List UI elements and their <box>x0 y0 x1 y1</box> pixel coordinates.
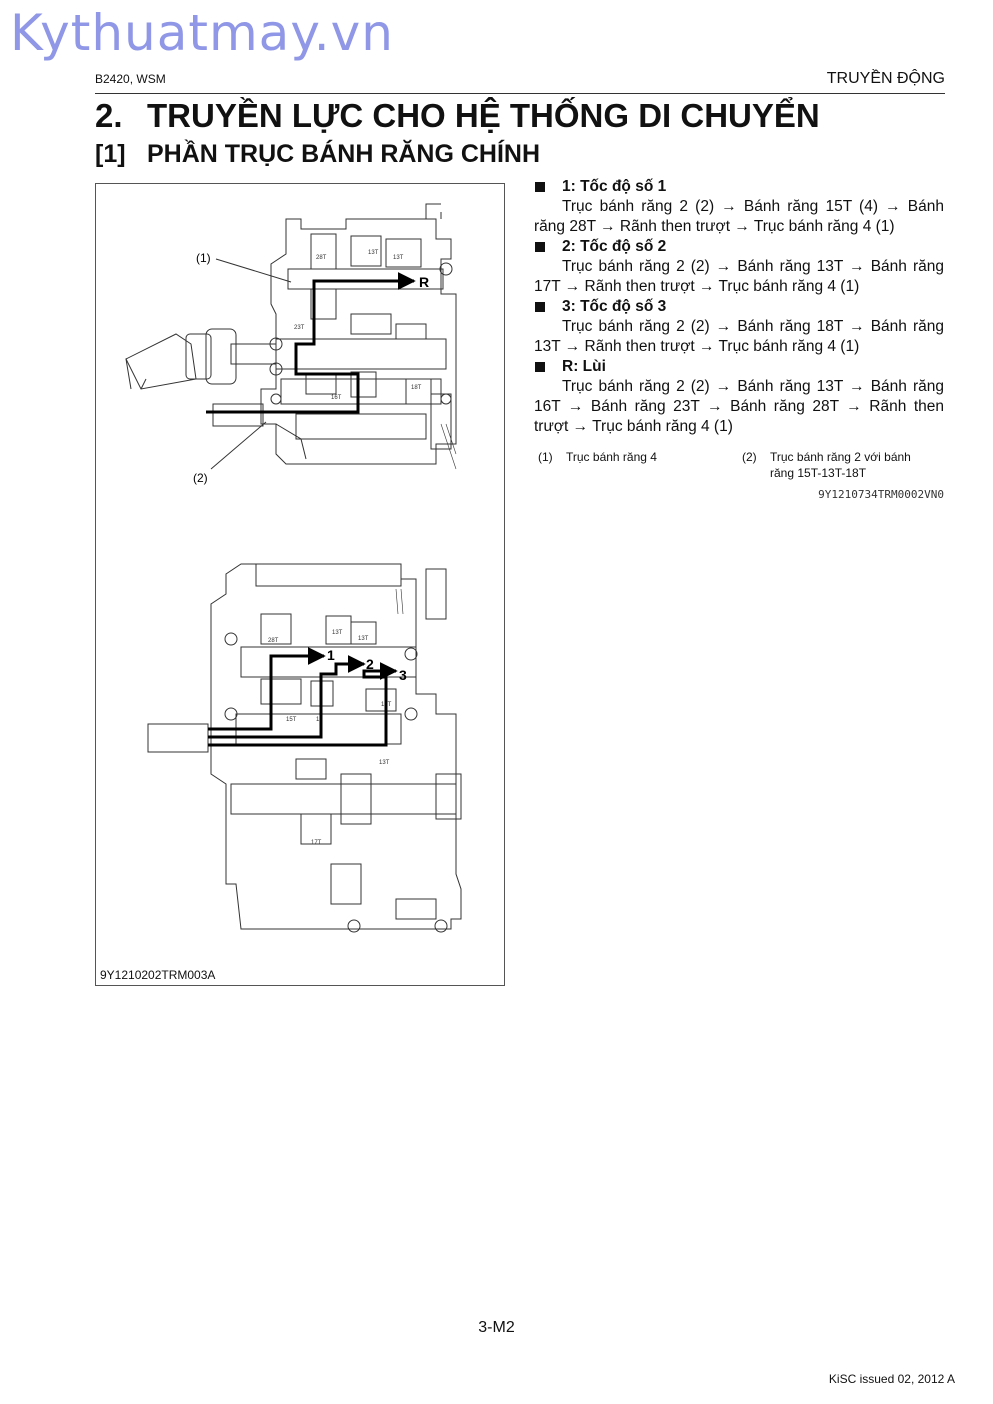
gear-label: 18T <box>411 385 422 391</box>
gear-label: 13T <box>379 760 390 766</box>
step-item: 3: Tốc độ số 3 Trục bánh răng 2 (2) → Bá… <box>534 297 944 357</box>
step-body: Trục bánh răng 2 (2) → Bánh răng 15T (4)… <box>534 198 944 235</box>
footer-issue: KiSC issued 02, 2012 A <box>828 1372 955 1386</box>
figure-code: 9Y1210202TRM003A <box>100 968 216 982</box>
gear-label: 13T <box>393 255 404 261</box>
step-title: 2: Tốc độ số 2 <box>562 238 667 255</box>
legend-item: (2) Trục bánh răng 2 với bánh răng 15T-13… <box>742 449 942 481</box>
step-title: 3: Tốc độ số 3 <box>562 298 667 315</box>
bullet-square-icon <box>535 242 545 252</box>
step-item: R: Lùi Trục bánh răng 2 (2) → Bánh răng … <box>534 357 944 437</box>
header-model: B2420, WSM <box>95 72 166 86</box>
arrow-label-3: 3 <box>399 667 407 683</box>
page-number: 3-M2 <box>478 1319 515 1336</box>
section-heading: 2. TRUYỀN LỰC CHO HỆ THỐNG DI CHUYỂN <box>95 97 820 135</box>
subsection-title: PHẦN TRỤC BÁNH RĂNG CHÍNH <box>147 140 541 168</box>
gear-label: 28T <box>316 255 327 261</box>
legend-number: (2) <box>742 450 757 464</box>
bullet-square-icon <box>535 362 545 372</box>
gear-label: 28T <box>268 638 279 644</box>
legend-text: Trục bánh răng 2 với bánh răng 15T-13T-1… <box>770 450 911 480</box>
transmission-figure: 28T 13T 13T 23T 16T 18T R (1) (2) <box>95 183 505 986</box>
gear-label: 13T <box>332 630 343 636</box>
gear-label: 16T <box>331 395 342 401</box>
gear-label: 13T <box>358 636 369 642</box>
step-body: Trục bánh răng 2 (2) → Bánh răng 18T → B… <box>534 318 944 355</box>
legend-number: (1) <box>538 450 553 464</box>
reverse-power-path <box>206 272 416 414</box>
gear-label: 13T <box>368 250 379 256</box>
callout-1-leader <box>215 258 292 283</box>
second-speed-path <box>208 655 366 739</box>
subsection-heading: [1] PHẦN TRỤC BÁNH RĂNG CHÍNH <box>95 140 540 169</box>
step-title: 1: Tốc độ số 1 <box>562 178 667 195</box>
third-speed-path <box>208 662 398 747</box>
bullet-square-icon <box>535 302 545 312</box>
first-speed-path <box>208 647 326 731</box>
callout-2: (2) <box>193 471 208 485</box>
callout-2-leader <box>210 421 267 470</box>
legend-text: Trục bánh răng 4 <box>566 450 657 464</box>
header-section: TRUYỀN ĐỘNG <box>826 70 945 87</box>
header-rule <box>95 93 945 94</box>
watermark: Kythuatmay.vn <box>10 4 394 62</box>
upper-cross-section <box>260 203 457 470</box>
gear-label: 23T <box>294 325 305 331</box>
power-flow-steps: 1: Tốc độ số 1 Trục bánh răng 2 (2) → Bá… <box>534 177 944 437</box>
gear-label: 17T <box>311 840 322 846</box>
legend-item: (1) Trục bánh răng 4 <box>538 449 738 465</box>
step-item: 2: Tốc độ số 2 Trục bánh răng 2 (2) → Bá… <box>534 237 944 297</box>
step-item: 1: Tốc độ số 1 Trục bánh răng 2 (2) → Bá… <box>534 177 944 237</box>
universal-joint <box>125 328 277 390</box>
section-number: 2. <box>95 97 123 134</box>
subsection-number: [1] <box>95 140 126 168</box>
section-title: TRUYỀN LỰC CHO HỆ THỐNG DI CHUYỂN <box>147 97 820 134</box>
lower-cross-section <box>210 563 462 933</box>
arrow-label-2: 2 <box>366 656 374 672</box>
step-body: Trục bánh răng 2 (2) → Bánh răng 13T → B… <box>534 378 944 435</box>
gear-label: 15T <box>286 717 297 723</box>
bullet-square-icon <box>535 182 545 192</box>
step-title: R: Lùi <box>562 358 606 375</box>
transmission-drawing: 28T 13T 13T 23T 16T 18T R (1) (2) <box>125 203 462 933</box>
arrow-label-r: R <box>419 274 429 290</box>
callout-1: (1) <box>196 251 211 265</box>
document-code: 9Y1210734TRM0002VN0 <box>818 488 944 501</box>
arrow-label-1: 1 <box>327 647 335 663</box>
step-body: Trục bánh răng 2 (2) → Bánh răng 13T → B… <box>534 258 944 295</box>
